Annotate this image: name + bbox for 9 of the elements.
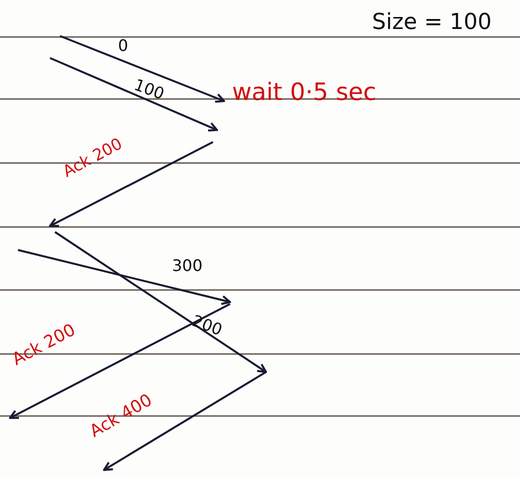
ack-label: Ack 400: [88, 392, 156, 441]
sequence-number: 0: [118, 38, 128, 54]
sequence-number: 100: [132, 76, 166, 102]
annotation: wait 0·5 sec: [232, 80, 376, 104]
ack-label: Ack 200: [60, 136, 125, 180]
ack-label: Ack 200: [10, 322, 78, 369]
heading-note: Size = 100: [372, 12, 492, 34]
sequence-number: 200: [190, 312, 224, 338]
sequence-number: 300: [172, 258, 203, 274]
